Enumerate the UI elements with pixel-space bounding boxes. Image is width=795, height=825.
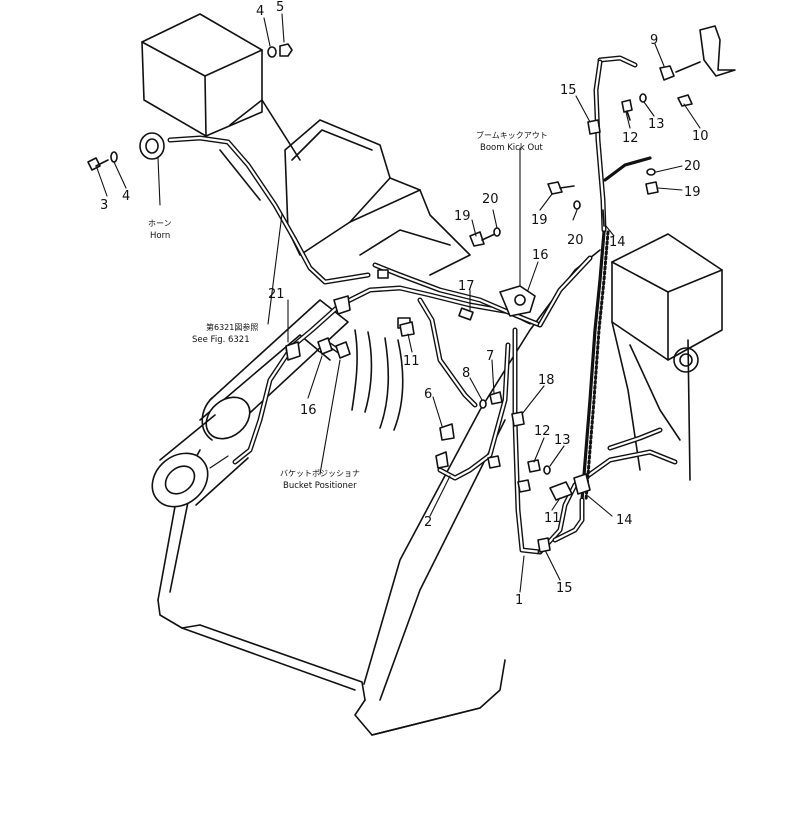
callout-16-upper: 16 bbox=[532, 248, 549, 263]
callout-10: 10 bbox=[692, 129, 709, 144]
bolt-19-center bbox=[469, 231, 485, 247]
callout-19-right: 19 bbox=[684, 185, 701, 200]
clip-10 bbox=[677, 94, 693, 107]
switch-16 bbox=[499, 285, 536, 317]
callout-14-upper: 14 bbox=[609, 235, 626, 250]
caption-horn-en: Horn bbox=[150, 231, 170, 241]
components bbox=[87, 25, 736, 553]
bolt-19-right bbox=[645, 181, 659, 195]
callout-3: 3 bbox=[100, 198, 108, 213]
clip-18 bbox=[511, 411, 525, 427]
bolt-12 bbox=[621, 99, 633, 113]
connector-11 bbox=[549, 481, 573, 501]
washer-13 bbox=[639, 93, 647, 103]
caption-see-fig-en: See Fig. 6321 bbox=[192, 335, 250, 345]
callout-21: 21 bbox=[268, 287, 285, 302]
callout-12-lower: 12 bbox=[534, 424, 551, 439]
bolt-7 bbox=[489, 391, 503, 405]
callout-4-top: 4 bbox=[256, 4, 264, 19]
callout-2: 2 bbox=[424, 515, 432, 530]
callout-4-left: 4 bbox=[122, 189, 130, 204]
callout-15-lower: 15 bbox=[556, 581, 573, 596]
washer-4 bbox=[110, 151, 118, 163]
clamp-15 bbox=[537, 537, 551, 553]
nut-5 bbox=[279, 43, 293, 57]
caption-boom-kick-out-jp: ブームキックアウト bbox=[476, 130, 548, 140]
callout-6: 6 bbox=[424, 387, 432, 402]
caption-see-fig-jp: 第6321図参照 bbox=[206, 322, 258, 332]
caption-boom-kick-out-en: Boom Kick Out bbox=[480, 143, 544, 153]
washer-4-top bbox=[267, 46, 277, 58]
callout-7: 7 bbox=[486, 349, 494, 364]
caption-bucket-positioner-en: Bucket Positioner bbox=[283, 481, 357, 491]
connector-6 bbox=[439, 423, 455, 441]
clip-15-top bbox=[587, 119, 601, 135]
washer-20-center bbox=[493, 227, 501, 237]
callout-18: 18 bbox=[538, 373, 555, 388]
machine-frame bbox=[141, 13, 723, 736]
callout-numbers: 1 2 3 4 4 5 6 7 8 9 10 11 11 12 12 13 13… bbox=[100, 0, 709, 608]
callout-20-mid: 20 bbox=[567, 233, 584, 248]
bracket-9 bbox=[699, 25, 736, 77]
callout-13-lower: 13 bbox=[554, 433, 571, 448]
callout-20-right: 20 bbox=[684, 159, 701, 174]
callout-11-upper: 11 bbox=[403, 354, 420, 369]
positioner-16 bbox=[317, 337, 333, 355]
leader-lines bbox=[96, 13, 701, 593]
callout-9: 9 bbox=[650, 33, 658, 48]
callout-14-lower: 14 bbox=[616, 513, 633, 528]
callout-15-top: 15 bbox=[560, 83, 577, 98]
bolt-3 bbox=[87, 157, 101, 171]
boom-cylinder bbox=[151, 299, 404, 508]
callout-11-lower: 11 bbox=[544, 511, 561, 526]
callout-19-mid: 19 bbox=[531, 213, 548, 228]
captions: ブームキックアウト Boom Kick Out ホーン Horn 第6321図参… bbox=[148, 130, 548, 491]
washer-8 bbox=[479, 399, 487, 409]
bolt-19 bbox=[547, 181, 563, 195]
washer-20 bbox=[573, 200, 581, 210]
callout-20-center: 20 bbox=[482, 192, 499, 207]
callout-5: 5 bbox=[276, 0, 284, 15]
caption-horn-jp: ホーン bbox=[148, 219, 172, 228]
callout-13-top: 13 bbox=[648, 117, 665, 132]
callout-1: 1 bbox=[515, 593, 523, 608]
washer-13-lower bbox=[543, 465, 551, 475]
callout-16-lower: 16 bbox=[300, 403, 317, 418]
callout-8: 8 bbox=[462, 366, 470, 381]
callout-17: 17 bbox=[458, 279, 475, 294]
horn-body bbox=[139, 132, 165, 160]
washer-20-right bbox=[646, 168, 656, 176]
callout-12-top: 12 bbox=[622, 131, 639, 146]
caption-bucket-positioner-jp: バケットポジッショナ bbox=[280, 469, 360, 478]
callout-19-center: 19 bbox=[454, 209, 471, 224]
